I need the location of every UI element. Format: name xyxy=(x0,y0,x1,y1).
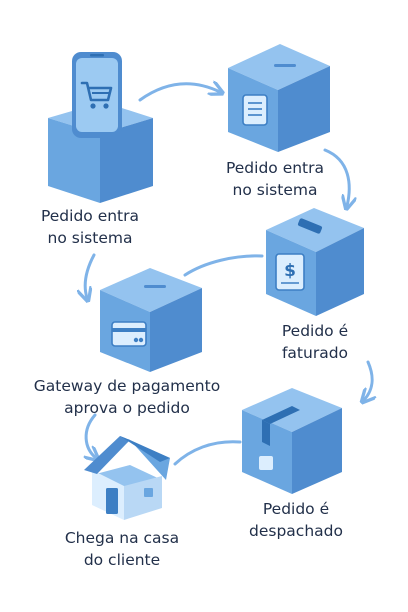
step-6-label-line1: Chega na casa xyxy=(64,529,180,547)
step-4-label: Gateway de pagamento aprova o pedido xyxy=(22,375,232,419)
step-4-label-line1: Gateway de pagamento xyxy=(33,377,221,395)
house-icon xyxy=(84,436,170,520)
receipt-dollar-icon: $ xyxy=(275,253,305,291)
step-5-label-line1: Pedido é xyxy=(262,500,330,518)
credit-card-icon xyxy=(111,321,147,347)
step-6-label-line2: do cliente xyxy=(83,551,161,569)
step-5-label: Pedido é despachado xyxy=(236,498,356,542)
step-1-label-line2: no sistema xyxy=(47,229,133,247)
step-2-label-line2: no sistema xyxy=(232,181,318,199)
step-2-label-line1: Pedido entra xyxy=(225,159,325,177)
step-2-label: Pedido entra no sistema xyxy=(205,157,345,201)
step-5-box xyxy=(242,388,342,494)
svg-text:$: $ xyxy=(284,261,296,281)
arrow-faturado-to-5 xyxy=(364,360,372,400)
flow-arrows xyxy=(85,84,372,466)
step-1-label: Pedido entra no sistema xyxy=(20,205,160,249)
step-6-label: Chega na casa do cliente xyxy=(52,527,192,571)
arrow-2-to-3 xyxy=(323,148,349,206)
arrow-1-to-2 xyxy=(138,84,220,102)
arrow-5-to-6 xyxy=(173,440,242,466)
arrow-4-to-6 xyxy=(86,413,96,458)
document-icon xyxy=(242,94,268,126)
step-5-label-line2: despachado xyxy=(249,522,343,540)
step-3-label-line1: Pedido é xyxy=(281,322,349,340)
step-3-label: Pedido é faturado xyxy=(255,320,375,364)
sealed-box-icon xyxy=(259,406,300,470)
step-4-label-line2: aprova o pedido xyxy=(64,399,190,417)
shopping-cart-phone-icon xyxy=(72,52,122,138)
step-3-box: $ xyxy=(266,208,364,316)
arrow-3-to-4 xyxy=(183,254,264,277)
step-1-box xyxy=(48,52,153,203)
step-1-label-line1: Pedido entra xyxy=(40,207,140,225)
step-3-label-line2: faturado xyxy=(281,344,349,362)
step-4-box xyxy=(100,268,202,372)
step-2-box xyxy=(228,44,330,152)
arrow-1-to-4 xyxy=(85,253,96,298)
